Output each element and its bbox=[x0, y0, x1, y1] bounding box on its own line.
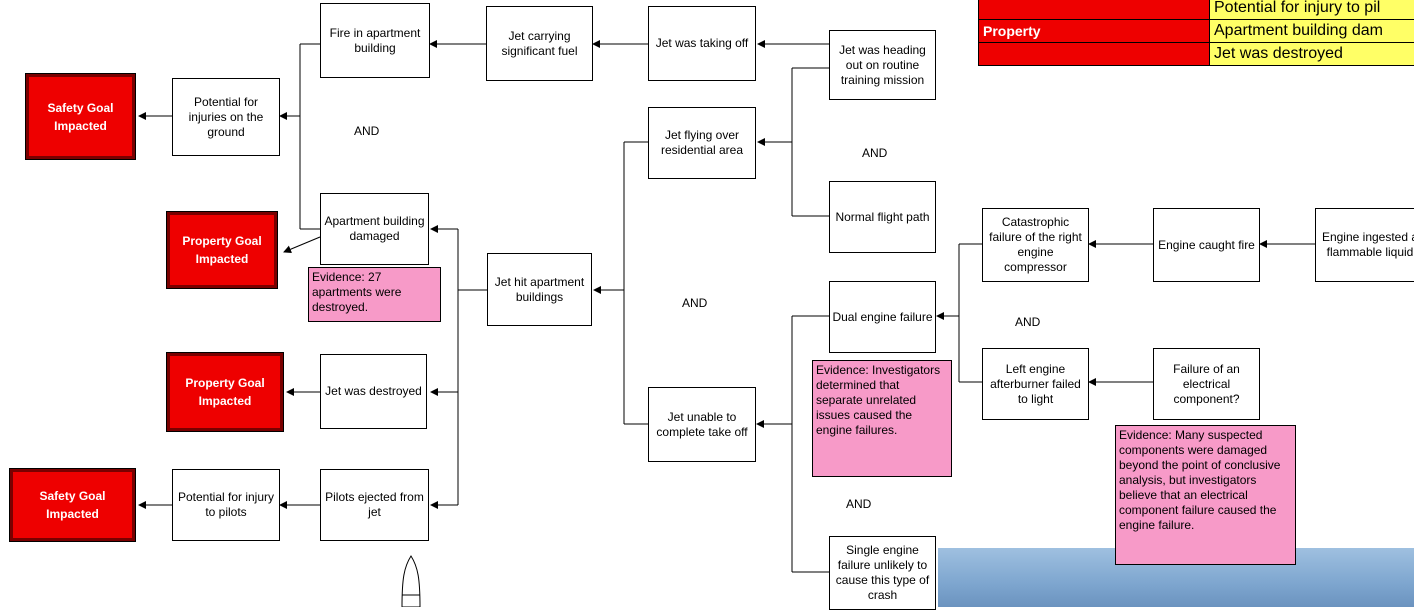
and-label: AND bbox=[862, 146, 887, 160]
node-jet-unable: Jet unable to complete take off bbox=[648, 387, 756, 462]
and-label: AND bbox=[846, 497, 871, 511]
node-normal-flight: Normal flight path bbox=[829, 181, 936, 253]
node-pilots-ejected: Pilots ejected from jet bbox=[320, 469, 429, 541]
node-jet-fuel: Jet carrying significant fuel bbox=[486, 6, 593, 81]
node-engine-ingested: Engine ingested a flammable liquid bbox=[1315, 208, 1414, 282]
evidence-investigators: Evidence: Investigators determined that … bbox=[812, 360, 952, 477]
and-label: AND bbox=[354, 124, 379, 138]
evidence-apartments: Evidence: 27 apartments were destroyed. bbox=[308, 267, 441, 322]
and-label: AND bbox=[1015, 315, 1040, 329]
property-goal-jet: Property Goal Impacted bbox=[167, 353, 283, 431]
node-injuries-ground: Potential for injuries on the ground bbox=[172, 78, 280, 156]
evidence-components: Evidence: Many suspected components were… bbox=[1115, 425, 1296, 565]
node-jet-over-residential: Jet flying over residential area bbox=[648, 107, 756, 179]
node-single-engine: Single engine failure unlikely to cause … bbox=[829, 536, 936, 610]
property-goal-apartment: Property Goal Impacted bbox=[167, 212, 277, 288]
node-apartment-damaged: Apartment building damaged bbox=[320, 193, 429, 265]
node-jet-heading-out: Jet was heading out on routine training … bbox=[829, 30, 936, 100]
node-jet-hit-apartment: Jet hit apartment buildings bbox=[487, 253, 592, 326]
node-dual-engine: Dual engine failure bbox=[829, 281, 936, 353]
safety-goal-ground: Safety Goal Impacted bbox=[26, 74, 135, 159]
rocket-icon bbox=[400, 555, 422, 607]
node-injury-pilots: Potential for injury to pilots bbox=[172, 469, 280, 541]
node-fire-apartment: Fire in apartment building bbox=[320, 3, 430, 78]
node-left-engine: Left engine afterburner failed to light bbox=[982, 348, 1089, 420]
safety-goal-pilots: Safety Goal Impacted bbox=[10, 469, 135, 541]
node-engine-caught-fire: Engine caught fire bbox=[1153, 208, 1260, 282]
and-label: AND bbox=[682, 296, 707, 310]
node-catastrophic-failure: Catastrophic failure of the right engine… bbox=[982, 208, 1089, 282]
node-jet-taking-off: Jet was taking off bbox=[648, 6, 756, 81]
node-jet-destroyed: Jet was destroyed bbox=[320, 354, 427, 429]
node-electrical-failure: Failure of an electrical component? bbox=[1153, 348, 1260, 420]
